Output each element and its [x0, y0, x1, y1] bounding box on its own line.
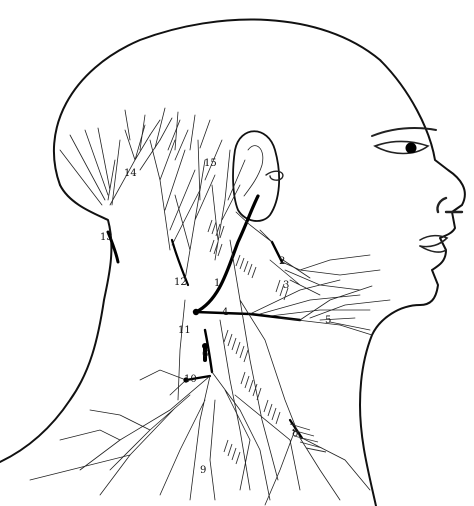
nostril — [437, 198, 462, 212]
ear-inner — [244, 146, 263, 196]
back-of-neck-outline — [0, 185, 111, 462]
label-14: 14 — [124, 168, 137, 179]
label-2: 2 — [279, 256, 285, 267]
label-3: 3 — [283, 280, 289, 291]
label-4: 4 — [222, 307, 228, 318]
label-6: 6 — [202, 349, 208, 360]
vessel-main-trunk — [196, 196, 258, 312]
node-dot-4 — [193, 309, 199, 315]
label-13: 13 — [100, 232, 113, 243]
label-15: 15 — [204, 158, 217, 169]
label-12: 12 — [174, 277, 187, 288]
ear-hook — [266, 171, 283, 180]
hatching — [208, 220, 326, 464]
label-11: 11 — [178, 325, 191, 336]
label-5: 5 — [325, 315, 331, 326]
label-8: 8 — [292, 428, 298, 439]
eyelid — [375, 142, 428, 154]
label-9: 9 — [200, 465, 206, 476]
eye-pupil — [406, 143, 417, 154]
label-10: 10 — [184, 374, 197, 385]
head-outline — [54, 20, 465, 506]
label-1: 1 — [214, 278, 220, 289]
ear — [233, 131, 279, 221]
